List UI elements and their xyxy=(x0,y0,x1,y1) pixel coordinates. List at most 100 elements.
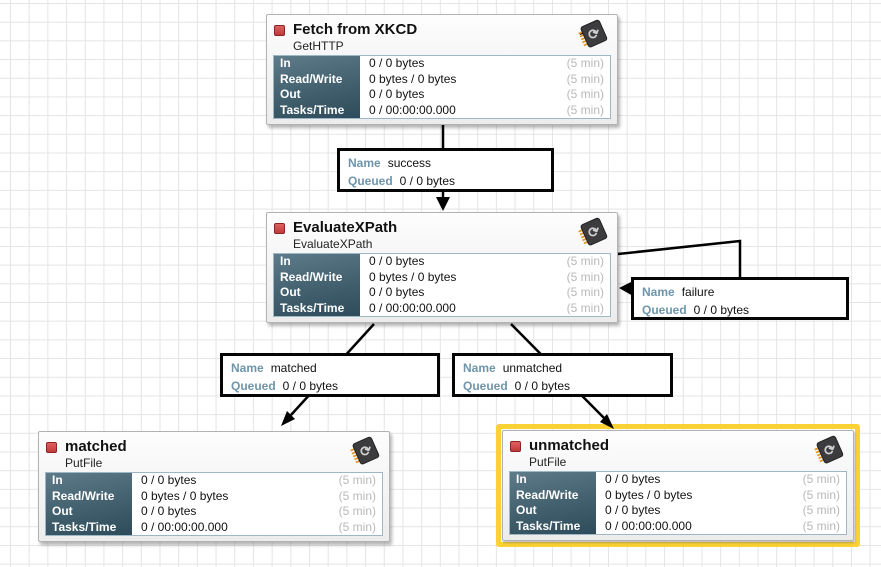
processor-chip-icon: ⟳ xyxy=(814,435,844,464)
connection-label-matched[interactable]: Name matched Queued 0 / 0 bytes xyxy=(220,353,440,397)
stat-value: 0 / 00:00:00.000 xyxy=(141,519,228,534)
processor-title: unmatched xyxy=(529,437,610,454)
stat-value: 0 / 0 bytes xyxy=(369,254,425,268)
stat-label: Read/Write xyxy=(52,488,115,503)
processor-unmatched[interactable]: unmatched PutFile ⟳ In xyxy=(502,430,854,541)
stat-label: Read/Write xyxy=(280,269,343,284)
processor-stats-table: In 0 / 0 bytes (5 min) Read/Write 0 byte… xyxy=(273,253,611,317)
processor-type: PutFile xyxy=(529,455,567,470)
queued-value: 0 / 0 bytes xyxy=(399,174,456,188)
connection-queued-row: Queued 0 / 0 bytes xyxy=(231,377,429,395)
stat-window: (5 min) xyxy=(566,71,604,86)
name-value: unmatched xyxy=(502,361,563,375)
stat-value: 0 / 0 bytes xyxy=(141,473,197,487)
queued-key: Queued xyxy=(463,379,508,393)
connection-queued-row: Queued 0 / 0 bytes xyxy=(348,172,543,190)
connection-label-failure[interactable]: Name failure Queued 0 / 0 bytes xyxy=(631,277,849,320)
stat-value: 0 / 00:00:00.000 xyxy=(369,102,456,117)
connection-queued-row: Queued 0 / 0 bytes xyxy=(642,301,838,319)
connection-name-row: Name unmatched xyxy=(463,359,662,377)
processor-evaluatexpath[interactable]: EvaluateXPath EvaluateXPath ⟳ In 0 / 0 b… xyxy=(266,212,618,323)
stat-window: (5 min) xyxy=(566,102,604,117)
processor-type: PutFile xyxy=(65,456,103,471)
processor-title: matched xyxy=(65,438,127,455)
connection-queued-row: Queued 0 / 0 bytes xyxy=(463,377,662,395)
stat-value: 0 bytes / 0 bytes xyxy=(369,71,457,86)
processor-type: EvaluateXPath xyxy=(293,237,373,252)
processor-header: matched PutFile ⟳ xyxy=(39,432,389,471)
stat-window: (5 min) xyxy=(566,87,604,101)
queued-value: 0 / 0 bytes xyxy=(282,379,339,393)
processor-header: unmatched PutFile ⟳ xyxy=(503,431,853,470)
connection-name-row: Name matched xyxy=(231,359,429,377)
stat-label: Out xyxy=(516,503,537,517)
stat-value: 0 / 00:00:00.000 xyxy=(369,300,456,315)
processor-title: Fetch from XKCD xyxy=(293,21,418,38)
stat-window: (5 min) xyxy=(566,285,604,299)
stat-window: (5 min) xyxy=(802,503,840,517)
processor-fetch-from-xkcd[interactable]: Fetch from XKCD GetHTTP ⟳ In 0 / 0 byt xyxy=(266,14,618,125)
name-key: Name xyxy=(463,361,496,375)
processor-header: Fetch from XKCD GetHTTP ⟳ xyxy=(267,15,617,54)
name-value: matched xyxy=(270,361,317,375)
stat-value: 0 bytes / 0 bytes xyxy=(605,487,693,502)
processor-chip-icon: ⟳ xyxy=(350,436,380,465)
stat-label: In xyxy=(280,56,291,70)
stopped-status-icon xyxy=(510,441,521,452)
stat-label: Tasks/Time xyxy=(280,300,345,315)
connection-label-success[interactable]: Name success Queued 0 / 0 bytes xyxy=(337,148,554,192)
name-key: Name xyxy=(231,361,264,375)
stat-window: (5 min) xyxy=(566,300,604,315)
stat-label: In xyxy=(280,254,291,268)
stat-window: (5 min) xyxy=(802,472,840,486)
name-value: failure xyxy=(681,285,715,299)
stat-window: (5 min) xyxy=(802,487,840,502)
stat-label: Read/Write xyxy=(280,71,343,86)
queued-value: 0 / 0 bytes xyxy=(514,379,571,393)
connection-name-row: Name success xyxy=(348,154,543,172)
stat-label: In xyxy=(516,472,527,486)
processor-matched[interactable]: matched PutFile ⟳ In 0 / 0 bytes (5 min) xyxy=(38,431,390,542)
stat-value: 0 / 0 bytes xyxy=(605,503,661,517)
processor-chip-icon: ⟳ xyxy=(578,217,608,246)
stat-value: 0 / 0 bytes xyxy=(141,504,197,518)
stat-window: (5 min) xyxy=(338,519,376,534)
stat-value: 0 / 0 bytes xyxy=(369,56,425,70)
queued-key: Queued xyxy=(348,174,393,188)
processor-type: GetHTTP xyxy=(293,39,344,54)
stat-window: (5 min) xyxy=(566,269,604,284)
stopped-status-icon xyxy=(46,442,57,453)
stat-window: (5 min) xyxy=(566,254,604,268)
stat-label: Out xyxy=(280,87,301,101)
connection-name-row: Name failure xyxy=(642,283,838,301)
processor-title: EvaluateXPath xyxy=(293,219,398,236)
stat-label: Tasks/Time xyxy=(280,102,345,117)
stat-label: In xyxy=(52,473,63,487)
selection-highlight: unmatched PutFile ⟳ In xyxy=(496,424,860,547)
processor-chip-icon: ⟳ xyxy=(578,19,608,48)
queued-key: Queued xyxy=(642,303,687,317)
processor-header: EvaluateXPath EvaluateXPath ⟳ xyxy=(267,213,617,252)
stopped-status-icon xyxy=(274,223,285,234)
stat-window: (5 min) xyxy=(338,473,376,487)
stat-value: 0 / 00:00:00.000 xyxy=(605,518,692,533)
stat-value: 0 / 0 bytes xyxy=(605,472,661,486)
stat-window: (5 min) xyxy=(802,518,840,533)
connection-label-unmatched[interactable]: Name unmatched Queued 0 / 0 bytes xyxy=(452,353,673,397)
queued-key: Queued xyxy=(231,379,276,393)
processor-stats-table: In 0 / 0 bytes (5 min) Read/Write 0 byte… xyxy=(273,55,611,119)
stopped-status-icon xyxy=(274,25,285,36)
name-key: Name xyxy=(348,156,381,170)
stat-window: (5 min) xyxy=(566,56,604,70)
stat-window: (5 min) xyxy=(338,488,376,503)
stat-value: 0 bytes / 0 bytes xyxy=(141,488,229,503)
processor-stats-table: In 0 / 0 bytes (5 min) Read/Write 0 byte… xyxy=(509,471,847,535)
stat-label: Tasks/Time xyxy=(52,519,117,534)
queued-value: 0 / 0 bytes xyxy=(693,303,750,317)
stat-label: Read/Write xyxy=(516,487,579,502)
name-key: Name xyxy=(642,285,675,299)
stat-label: Tasks/Time xyxy=(516,518,581,533)
stat-label: Out xyxy=(280,285,301,299)
name-value: success xyxy=(387,156,432,170)
